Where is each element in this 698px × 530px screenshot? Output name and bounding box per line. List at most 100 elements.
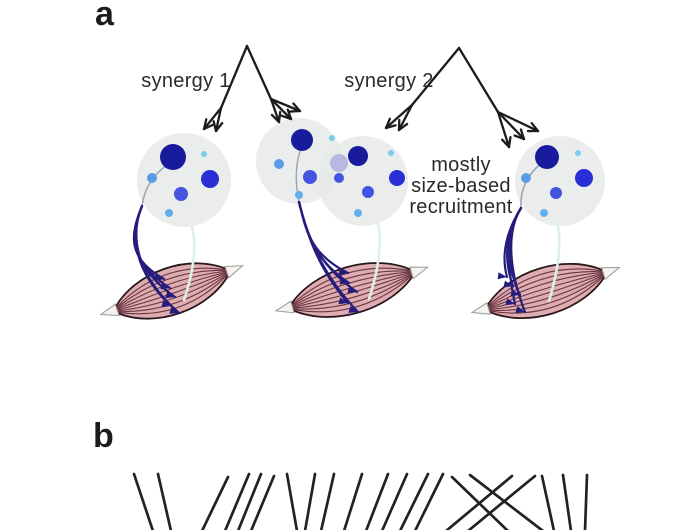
pools-layer: [137, 118, 605, 227]
motor-neuron-dot: [348, 146, 368, 166]
motor-neuron-dot: [201, 151, 207, 157]
fiber-line: [380, 472, 409, 530]
synergy-branch-tip: [202, 106, 223, 131]
motor-neuron-dot: [521, 173, 531, 183]
fiber-line: [398, 472, 430, 530]
axon-arrowhead: [497, 272, 507, 280]
motor-neuron-dot: [388, 150, 394, 156]
tendon-tip: [224, 265, 244, 279]
arrowhead-line: [507, 135, 512, 149]
muscle-fiber: [116, 267, 226, 308]
motor-neuron-dot: [334, 173, 344, 183]
arrowhead-line: [280, 114, 293, 121]
motor-neuron-dot: [330, 154, 348, 172]
muscle-fiber: [117, 272, 227, 311]
axon-arrowhead: [505, 298, 515, 306]
motor-neuron-dot: [329, 135, 335, 141]
synergy-branch: [410, 46, 461, 107]
motor-neuron-dot: [362, 186, 374, 198]
muscle-body: [483, 263, 609, 319]
panel-b-label: b: [93, 417, 114, 455]
fiber-line: [249, 474, 276, 530]
muscle-fiber: [292, 270, 411, 306]
fiber-line: [223, 472, 251, 530]
fiber-line: [561, 473, 573, 530]
motor-neuron-dot: [291, 129, 313, 151]
axon-arrowhead: [347, 286, 357, 294]
synergy-branch-tip: [269, 97, 293, 121]
motor-neuron-dot: [160, 144, 186, 170]
arrowhead-line: [202, 118, 208, 131]
muscles-layer: [99, 262, 621, 320]
muscle-fiber: [116, 269, 226, 309]
pale-efferent-line: [547, 224, 561, 303]
field-lines-layer: [132, 472, 589, 530]
motor-neuron-dot: [540, 209, 548, 217]
fiber-line: [540, 474, 556, 530]
muscle-fiber: [488, 271, 603, 308]
muscle: [470, 263, 621, 319]
muscle-fiber: [117, 272, 228, 312]
arrowhead-line: [384, 117, 392, 130]
axon-arrowhead: [161, 300, 171, 308]
recruitment-note-line-3: recruitment: [409, 196, 512, 218]
axon-arrowhead: [338, 268, 348, 276]
trees-layer: [202, 44, 540, 149]
arrowhead-line: [513, 134, 526, 141]
motor-neuron-dot: [303, 170, 317, 184]
fiber-line: [132, 472, 155, 530]
fiber-line: [468, 473, 544, 530]
fiber-line: [236, 472, 263, 530]
tendon-tip: [470, 302, 492, 315]
arrowhead-line: [501, 138, 511, 149]
motor-neuron-dot: [174, 187, 188, 201]
tendon-tip: [600, 267, 621, 281]
muscle-fiber: [489, 275, 605, 314]
tendon-tip: [274, 300, 295, 314]
axon-arrowhead: [169, 307, 179, 314]
arrowhead-line: [214, 121, 224, 133]
muscle-fiber: [489, 275, 604, 311]
arrowhead-line: [397, 122, 409, 132]
muscle-fiber: [118, 273, 228, 313]
synergy-branch-tip: [397, 103, 414, 132]
arrowhead-line: [384, 124, 397, 130]
fiber-line: [303, 472, 317, 530]
motor-neuron-dot: [575, 169, 593, 187]
pale-lines-layer: [182, 222, 561, 303]
synergy-branch-tip: [496, 110, 540, 133]
muscle: [99, 262, 244, 320]
motor-neuron-dot: [274, 159, 284, 169]
fiber-line: [342, 472, 364, 530]
axon-arrowhead: [338, 297, 348, 305]
muscle-fiber: [293, 275, 413, 313]
pale-efferent-line: [182, 225, 196, 302]
arrowhead-line: [292, 102, 302, 113]
fiber-line: [413, 472, 445, 530]
fiber-line: [583, 473, 589, 530]
fiber-line: [156, 472, 173, 530]
motor-neuron-dot: [550, 187, 562, 199]
arrowhead-line: [288, 109, 302, 113]
arrowhead-line: [519, 128, 526, 141]
arrowhead-line: [212, 120, 218, 133]
muscle-body: [112, 262, 232, 320]
muscle-fiber: [488, 271, 603, 307]
arrowhead-line: [202, 123, 215, 131]
fiber-line: [364, 472, 390, 530]
muscle-fiber: [118, 274, 228, 315]
synergy-branch-tip: [269, 97, 302, 113]
panel-a-label: a: [95, 0, 115, 33]
recruitment-note-line-2: size-based: [411, 175, 511, 197]
fiber-line: [319, 472, 336, 530]
axon-fiber: [510, 206, 527, 314]
fiber-line: [467, 474, 537, 530]
synergy-branch-tip: [269, 97, 281, 124]
tendon-tip: [409, 266, 430, 280]
arrowhead-line: [270, 113, 281, 124]
muscle-fiber: [116, 270, 227, 310]
synergy-branch-tip: [384, 103, 414, 130]
arrowhead-line: [277, 110, 282, 124]
